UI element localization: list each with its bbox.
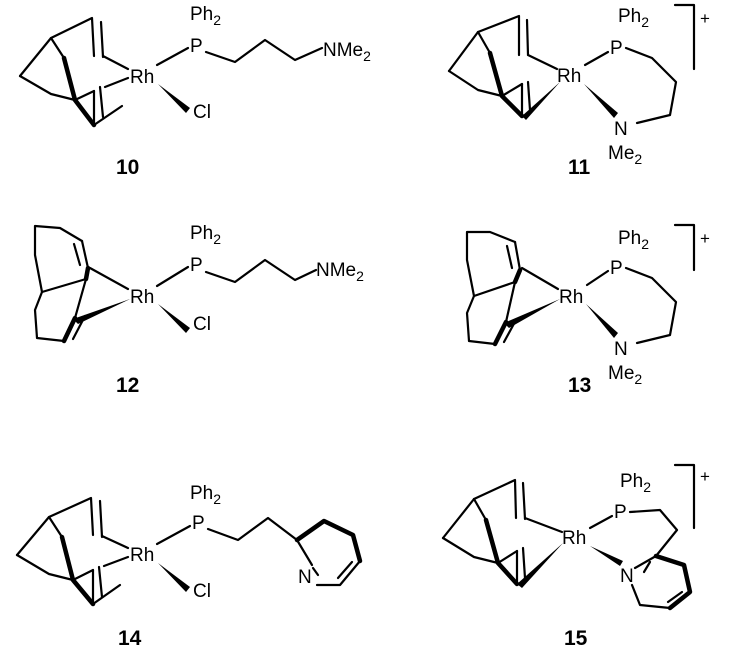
nitrogen-atom: N: [298, 567, 312, 588]
alkene-rh-bond: [103, 76, 130, 89]
phosphorus-atom: P: [190, 36, 203, 57]
alkene-rh-bond: [520, 266, 560, 291]
nitrogen-atom: N: [620, 566, 634, 587]
positive-charge: +: [700, 9, 710, 28]
propyl-chain: [624, 46, 678, 125]
compound-12: Rh P Ph2 NMe2 Cl 12: [33, 223, 364, 397]
phosphorus-atom: P: [190, 255, 203, 276]
alkene-rh-bond: [102, 555, 130, 568]
rhodium-atom: Rh: [130, 545, 154, 566]
charge-bracket: [673, 3, 696, 71]
propyl-chain: [204, 38, 324, 64]
compound-number: 10: [116, 156, 139, 179]
compound-number: 12: [116, 374, 139, 397]
cyclooctadiene-ligand: [465, 230, 523, 347]
norbornadiene-ligand: [447, 14, 532, 119]
alkene-rh-wedge-bond: [517, 543, 563, 588]
chlorine-atom: Cl: [193, 314, 211, 335]
rh-p-bond: [585, 269, 610, 287]
rh-p-bond: [155, 46, 190, 67]
nitrogen-atom: N: [614, 339, 628, 360]
chlorine-atom: Cl: [193, 581, 211, 602]
rhodium-atom: Rh: [130, 67, 154, 88]
compound-number: 13: [568, 374, 591, 397]
compound-number: 14: [118, 627, 142, 650]
compound-14: Rh P Ph2 N Cl 14: [15, 483, 363, 650]
positive-charge: +: [700, 229, 710, 248]
charge-bracket: [673, 463, 696, 530]
phenyl-label: Ph2: [190, 223, 221, 247]
rhodium-atom: Rh: [130, 287, 154, 308]
phenyl-label: Ph2: [620, 471, 651, 495]
rh-cl-wedge-bond: [158, 304, 190, 333]
alkene-rh-wedge-bond: [73, 299, 130, 324]
norbornadiene-ligand: [15, 496, 122, 607]
ethyl-chain: [206, 516, 299, 542]
phenyl-label: Ph2: [618, 6, 649, 30]
alkene-rh-bond: [100, 534, 130, 550]
pyridine-ring: [294, 518, 363, 587]
nitrogen-atom: N: [614, 119, 628, 140]
rhodium-atom: Rh: [562, 528, 586, 549]
alkene-rh-bond: [526, 53, 559, 71]
norbornadiene-ligand: [18, 16, 124, 128]
rh-n-wedge-bond: [586, 304, 618, 338]
phenyl-label: Ph2: [190, 483, 221, 507]
propyl-chain: [204, 258, 318, 284]
rh-p-bond: [583, 50, 610, 67]
alkene-rh-bond: [88, 266, 130, 291]
dimethyl-label: Me2: [608, 143, 642, 167]
norbornadiene-ligand: [441, 478, 527, 587]
alkene-rh-wedge-bond: [522, 82, 560, 120]
ethyl-chain: [628, 508, 679, 558]
phosphorus-atom: P: [610, 258, 623, 279]
phosphorus-atom: P: [610, 38, 623, 59]
rh-p-bond: [155, 265, 190, 288]
compound-11: Rh P Ph2 N Me2 + 11: [447, 3, 710, 179]
rh-p-bond: [588, 514, 614, 530]
propyl-chain: [624, 266, 678, 345]
phosphorus-atom: P: [614, 502, 627, 523]
rh-n-wedge-bond: [590, 546, 623, 566]
rhodium-atom: Rh: [559, 287, 583, 308]
dimethylamino-group: NMe2: [316, 260, 364, 284]
compound-number: 15: [564, 627, 588, 650]
rh-n-wedge-bond: [584, 84, 618, 118]
positive-charge: +: [700, 467, 710, 486]
phenyl-label: Ph2: [618, 228, 649, 252]
rh-p-bond: [155, 524, 192, 546]
dimethyl-label: Me2: [608, 363, 642, 387]
compound-15: Rh P Ph2 N + 15: [441, 463, 710, 650]
compound-number: 11: [568, 156, 591, 179]
compound-10: Rh P Ph2 NMe2 Cl 10: [18, 4, 371, 179]
phenyl-label: Ph2: [190, 4, 221, 28]
chlorine-atom: Cl: [193, 102, 211, 123]
alkene-rh-wedge-bond: [504, 299, 560, 328]
rh-cl-wedge-bond: [158, 84, 190, 113]
alkene-rh-bond: [101, 54, 130, 71]
phosphorus-atom: P: [192, 513, 205, 534]
alkene-rh-bond: [523, 516, 564, 534]
cyclooctadiene-ligand: [33, 224, 91, 344]
charge-bracket: [673, 223, 696, 272]
dimethylamino-group: NMe2: [323, 40, 371, 64]
pyridine-ring: [630, 553, 693, 611]
rh-cl-wedge-bond: [158, 563, 190, 592]
compound-13: Rh P Ph2 N Me2 + 13: [465, 223, 710, 397]
rhodium-atom: Rh: [557, 66, 581, 87]
